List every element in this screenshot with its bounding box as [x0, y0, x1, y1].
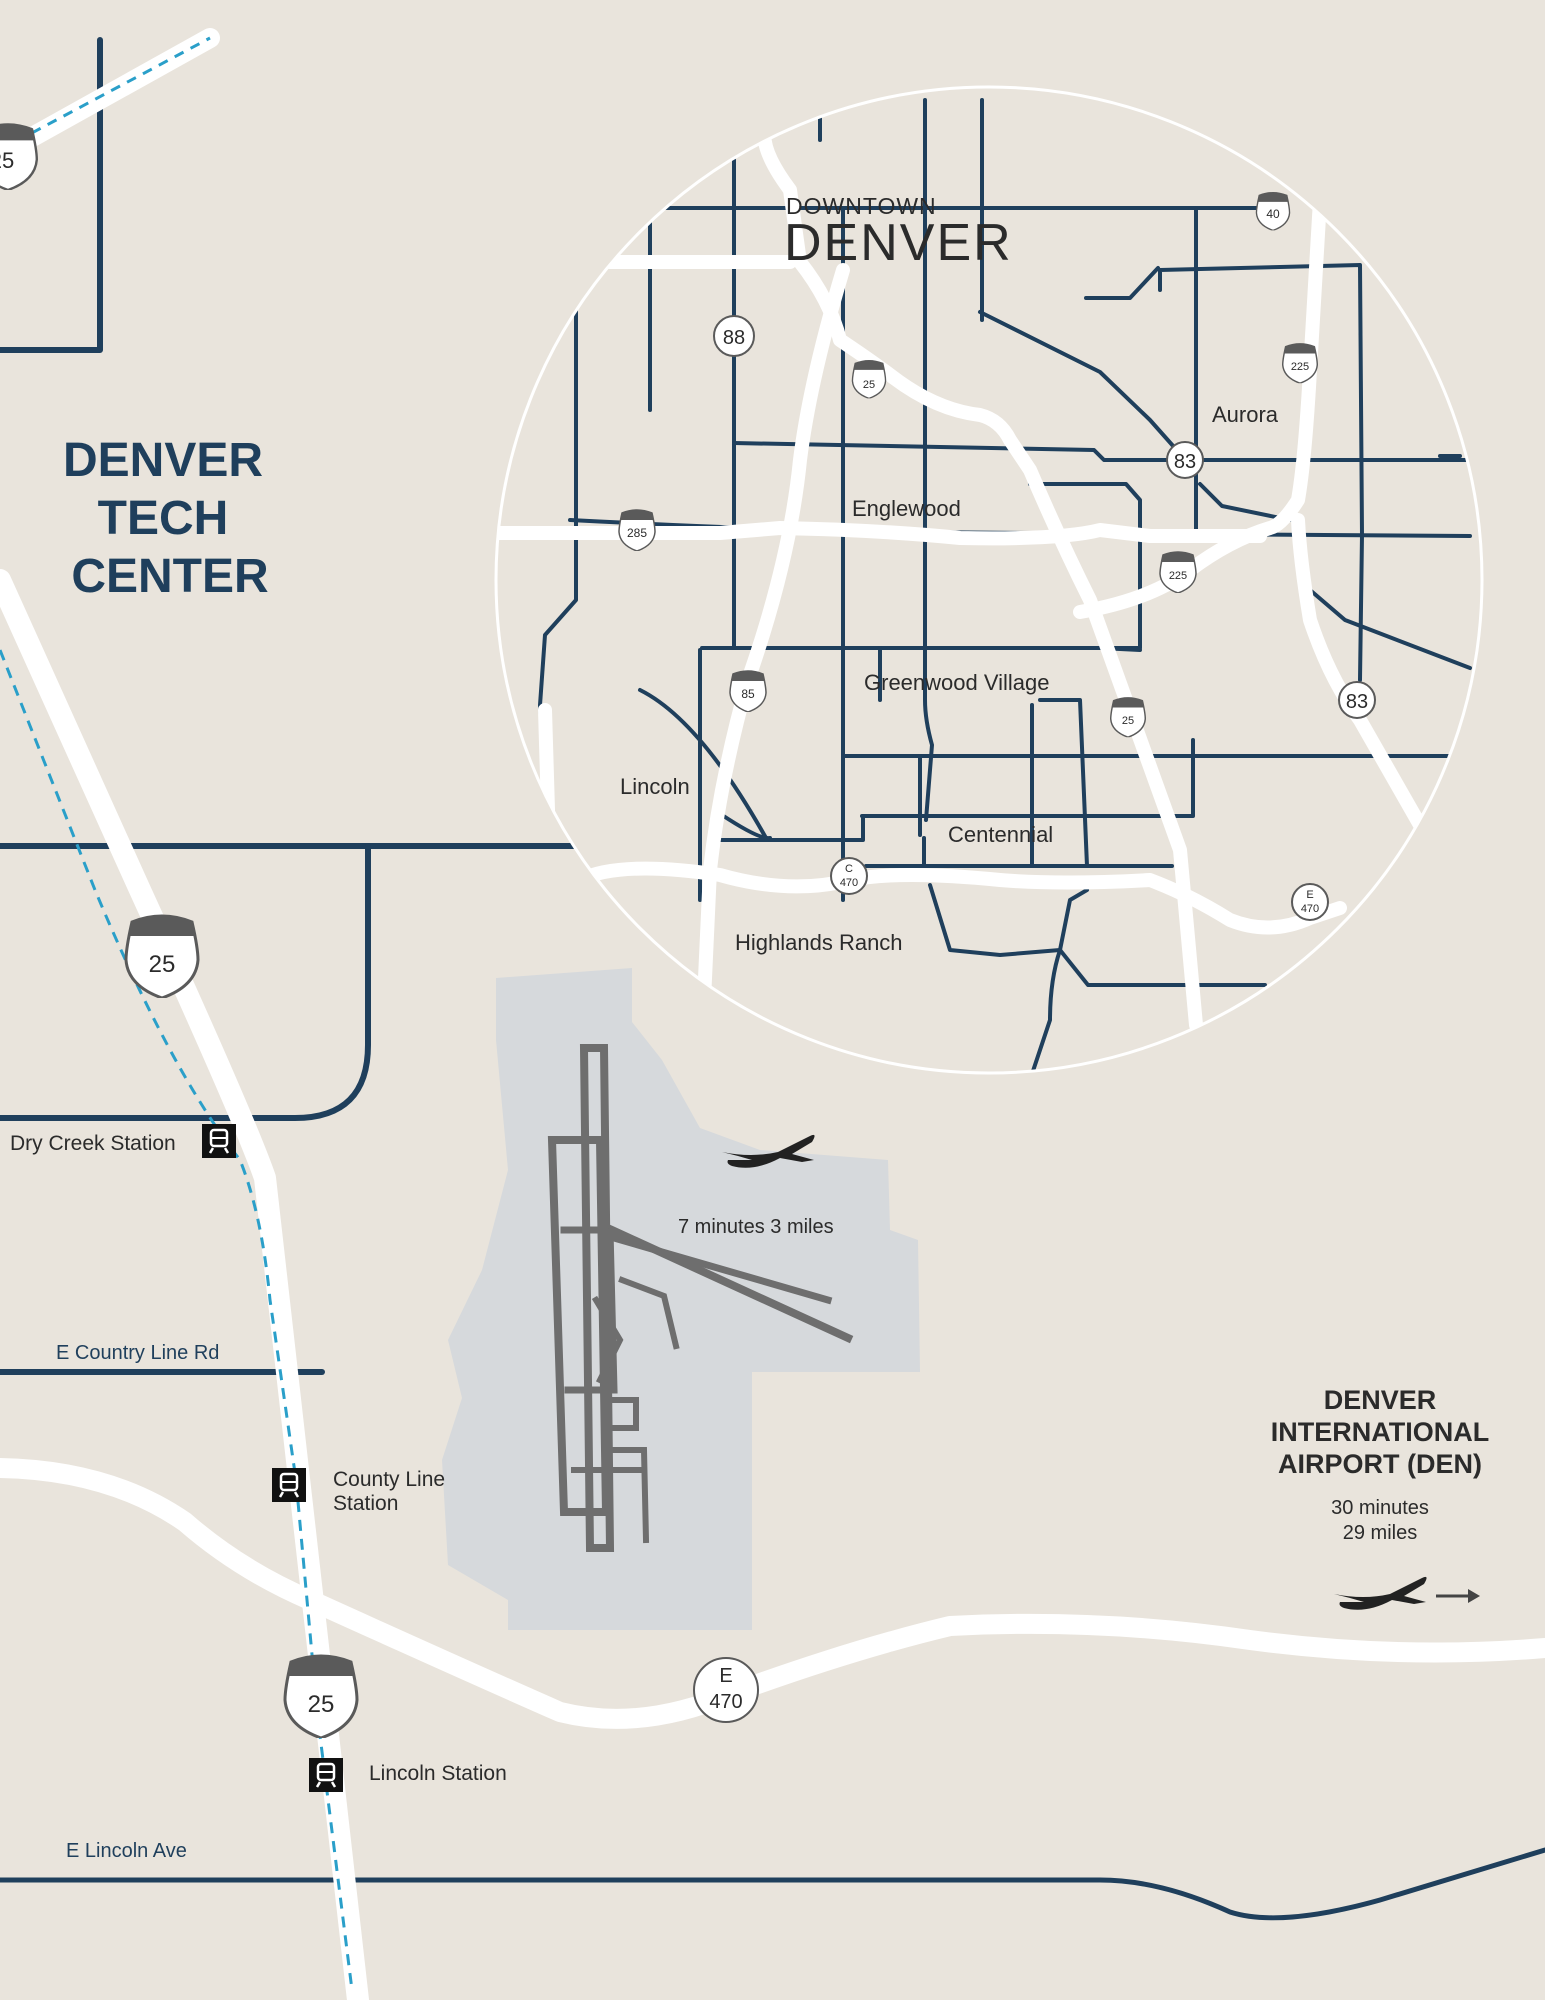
street	[0, 37, 103, 353]
place-englewood: Englewood	[852, 496, 961, 521]
airplane-icon	[722, 1134, 815, 1168]
station-label-county-line-2: Station	[333, 1492, 398, 1515]
inset-streets	[538, 98, 1482, 1073]
den-title-line3: AIRPORT (DEN)	[1278, 1449, 1482, 1479]
hwy83-right-label: 83	[1346, 691, 1368, 713]
place-centennial: Centennial	[948, 822, 1053, 847]
i25-inset-top-label: 25	[863, 379, 875, 391]
e470-inset-top: E	[1306, 889, 1313, 901]
hwy83-shield-top: 83	[1166, 441, 1204, 479]
c470-shield: C 470	[830, 857, 868, 895]
main-map	[0, 28, 1545, 2000]
e470-inset-bottom: 470	[1301, 903, 1319, 915]
title-line2: TECH	[98, 492, 229, 545]
street	[0, 1847, 1545, 1921]
e470-road	[0, 1458, 1545, 1729]
arrow-right-icon	[1436, 1589, 1480, 1603]
train-icon	[309, 1758, 343, 1792]
den-title-line2: INTERNATIONAL	[1271, 1417, 1489, 1447]
station-label-dry-creek: Dry Creek Station	[10, 1132, 176, 1155]
station-label-county-line: County Line	[333, 1468, 445, 1491]
hwy88-label: 88	[723, 327, 745, 349]
i25-inset-mid-label: 25	[1122, 715, 1134, 727]
e470-shield-bottom: 470	[709, 1691, 742, 1713]
i225-mid-label: 225	[1169, 570, 1187, 582]
place-aurora: Aurora	[1212, 402, 1279, 427]
road	[0, 28, 220, 165]
hwy83-top-label: 83	[1174, 451, 1196, 473]
title-line1: DENVER	[63, 434, 263, 487]
den-time: 30 minutes	[1331, 1497, 1429, 1519]
place-greenwood-village: Greenwood Village	[864, 670, 1050, 695]
i225-top-label: 225	[1291, 361, 1309, 373]
light-rail-line	[0, 36, 211, 152]
e470-shield-top: E	[719, 1665, 732, 1687]
den-title-line1: DENVER	[1324, 1385, 1437, 1415]
us285-label: 285	[627, 526, 647, 540]
train-icon	[202, 1124, 236, 1158]
road-label-country-line: E Country Line Rd	[56, 1342, 219, 1364]
i25-road	[0, 569, 369, 2000]
us85-label: 85	[741, 687, 755, 701]
us40-label: 40	[1266, 207, 1280, 221]
inset-highways	[496, 121, 1427, 1032]
c470-bottom: 470	[840, 877, 858, 889]
c470-top: C	[845, 863, 853, 875]
hwy88-shield: 88	[713, 315, 755, 357]
i25-shield-partial-label: 25	[0, 148, 14, 173]
hwy83-shield-right: 83	[1338, 681, 1376, 719]
station-label-lincoln: Lincoln Station	[369, 1762, 507, 1785]
place-lincoln: Lincoln	[620, 774, 690, 799]
title-line3: CENTER	[71, 550, 268, 603]
e470-shield-inset: E 470	[1291, 883, 1329, 921]
train-icon	[272, 1468, 306, 1502]
downtown-big-label: DENVER	[784, 214, 1013, 272]
airplane-icon	[1334, 1576, 1427, 1610]
street	[0, 843, 371, 1121]
road-label-lincoln-ave: E Lincoln Ave	[66, 1840, 187, 1862]
airport-area	[442, 968, 920, 1630]
light-rail-line	[0, 649, 354, 1991]
place-highlands-ranch: Highlands Ranch	[735, 930, 903, 955]
i25-shield-lower-label: 25	[308, 1691, 335, 1718]
inset-shields: 88 25 40 225 83 285 225 85	[618, 191, 1376, 921]
runways	[547, 1044, 854, 1552]
i25-shield-upper-label: 25	[149, 951, 176, 978]
downtown-small-label: DOWNTOWN	[786, 193, 937, 219]
den-distance: 29 miles	[1343, 1522, 1417, 1544]
airport-travel-label: 7 minutes 3 miles	[678, 1216, 834, 1238]
e470-shield: E 470	[693, 1657, 759, 1723]
